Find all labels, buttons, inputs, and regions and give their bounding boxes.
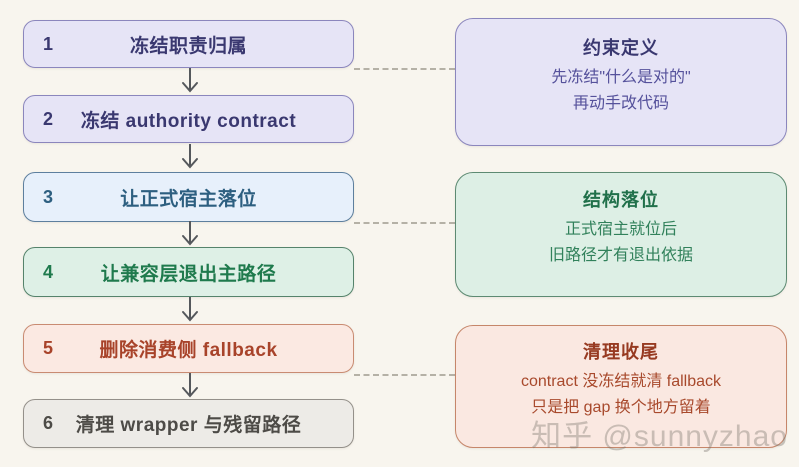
note-box-constraints: 约束定义 先冻结"什么是对的" 再动手改代码 (455, 18, 787, 146)
note-title: 清理收尾 (583, 342, 659, 362)
down-arrow-icon (182, 221, 198, 246)
note-box-structure: 结构落位 正式宿主就位后 旧路径才有退出依据 (455, 172, 787, 297)
step-number: 1 (43, 33, 54, 54)
note-line: 先冻结"什么是对的" (551, 68, 691, 86)
down-arrow-icon (182, 373, 198, 398)
step-label: 冻结 authority contract (80, 110, 297, 132)
step-box-4: 4 让兼容层退出主路径 (23, 247, 354, 297)
step-box-5: 5 删除消费侧 fallback (23, 324, 354, 373)
step-box-6: 6 清理 wrapper 与残留路径 (23, 399, 354, 448)
dashed-connector-line (354, 68, 455, 70)
step-label: 冻结职责归属 (129, 35, 247, 57)
step-number: 2 (43, 108, 54, 129)
step-number: 3 (43, 186, 54, 207)
dashed-connector-line (354, 374, 455, 376)
note-line: 只是把 gap 换个地方留着 (531, 399, 711, 416)
down-arrow-icon (182, 68, 198, 93)
step-box-3: 3 让正式宿主落位 (23, 172, 354, 222)
step-number: 6 (43, 413, 54, 433)
dashed-connector-line (354, 222, 455, 224)
step-number: 5 (43, 338, 54, 358)
note-title: 结构落位 (583, 190, 659, 210)
step-label: 删除消费侧 fallback (99, 340, 278, 361)
step-box-1: 1 冻结职责归属 (23, 20, 354, 68)
step-label: 清理 wrapper 与残留路径 (75, 415, 302, 436)
step-label: 让正式宿主落位 (120, 188, 257, 210)
down-arrow-icon (182, 297, 198, 322)
note-title: 约束定义 (583, 37, 659, 58)
step-label: 让兼容层退出主路径 (100, 263, 277, 285)
note-line: 旧路径才有退出依据 (548, 247, 693, 264)
step-number: 4 (43, 261, 54, 282)
note-line: 再动手改代码 (572, 94, 669, 112)
step-box-2: 2 冻结 authority contract (23, 95, 354, 143)
down-arrow-icon (182, 144, 198, 169)
note-line: contract 没冻结就清 fallback (520, 373, 722, 390)
note-line: 正式宿主就位后 (564, 221, 677, 238)
note-box-cleanup: 清理收尾 contract 没冻结就清 fallback 只是把 gap 换个地… (455, 325, 787, 448)
zhihu-watermark: 知乎 @sunnyzhao (531, 420, 788, 453)
